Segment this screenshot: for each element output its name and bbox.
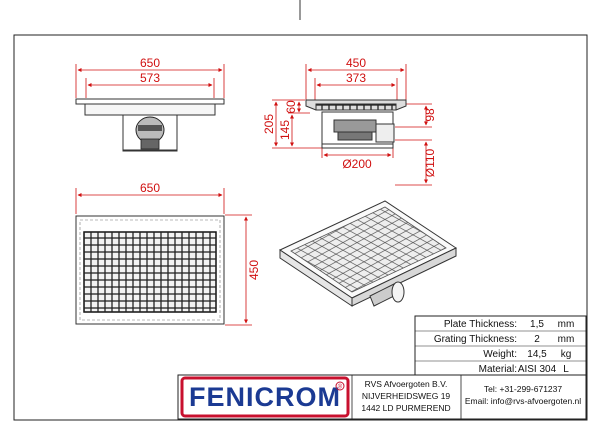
front-pipe-diameter-label: Ø110 bbox=[423, 148, 437, 177]
spec-value: 14,5 bbox=[527, 349, 547, 360]
spec-unit: kg bbox=[561, 349, 572, 360]
side-inner-width-label: 573 bbox=[140, 71, 160, 85]
svg-text:®: ® bbox=[338, 384, 343, 391]
front-total-height-label: 205 bbox=[262, 114, 276, 134]
front-base-diameter-label: Ø200 bbox=[342, 157, 372, 171]
front-inner-width-label: 373 bbox=[346, 71, 366, 85]
spec-label: Material: bbox=[479, 364, 517, 375]
logo-wordmark: FENICROM bbox=[189, 382, 341, 412]
front-top-height-label: 60 bbox=[284, 100, 298, 114]
spec-unit: mm bbox=[558, 319, 575, 330]
company-name: RVS Afvoergoten B.V. bbox=[365, 379, 448, 389]
company-city: 1442 LD PURMEREND bbox=[361, 403, 450, 413]
company-street: NIJVERHEIDSWEG 19 bbox=[362, 391, 451, 401]
front-view: 450 373 205 145 60 98 Ø110 Ø200 bbox=[262, 56, 437, 186]
drawing-border bbox=[13, 34, 588, 421]
top-depth-label: 450 bbox=[247, 260, 261, 280]
spec-value: AISI 304 bbox=[518, 364, 557, 375]
title-block: FENICROM ® RVS Afvoergoten B.V. NIJVERHE… bbox=[177, 374, 587, 420]
spec-unit: L bbox=[563, 364, 569, 375]
spec-value: 2 bbox=[534, 334, 540, 345]
outlet-pipe-icon bbox=[391, 281, 405, 303]
side-overall-width-label: 650 bbox=[140, 56, 160, 70]
front-lower-height-label: 145 bbox=[278, 120, 292, 140]
front-outlet-height-label: 98 bbox=[423, 108, 437, 122]
top-view: 650 450 bbox=[75, 181, 261, 326]
contact-phone: Tel: +31-299-671237 bbox=[484, 384, 562, 394]
spec-unit: mm bbox=[558, 334, 575, 345]
spec-value: 1,5 bbox=[530, 319, 544, 330]
front-overall-width-label: 450 bbox=[346, 56, 366, 70]
spec-label: Weight: bbox=[483, 349, 517, 360]
isometric-view bbox=[278, 200, 458, 307]
spec-label: Grating Thickness: bbox=[434, 334, 517, 345]
fenicrom-logo: FENICROM ® bbox=[180, 376, 350, 418]
top-width-label: 650 bbox=[140, 181, 160, 195]
outlet-pot-icon bbox=[135, 116, 165, 150]
spec-label: Plate Thickness: bbox=[444, 319, 517, 330]
side-view: 650 573 bbox=[75, 56, 225, 152]
contact-email: Email: info@rvs-afvoergoten.nl bbox=[465, 396, 581, 406]
